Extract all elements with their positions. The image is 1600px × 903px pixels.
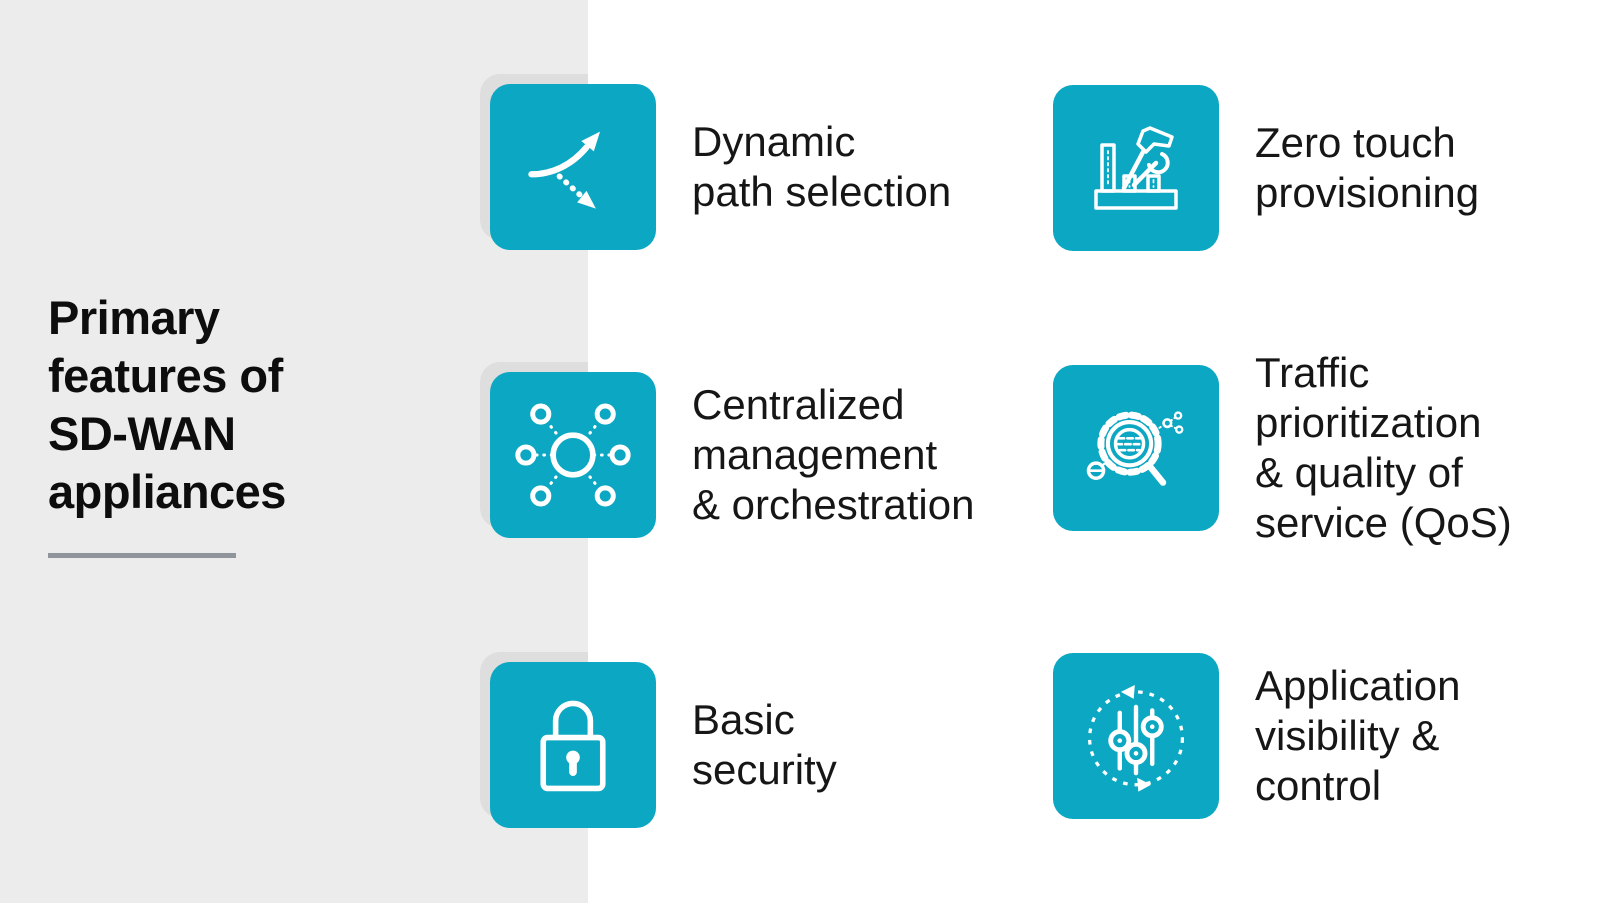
feature-tile-application-visibility [1053, 653, 1219, 819]
label-line: path selection [692, 168, 952, 215]
feature-label-dynamic-path-selection: Dynamic path selection [692, 84, 1112, 250]
gear-magnifier-icon [1086, 411, 1184, 486]
hub-network-icon [515, 403, 631, 507]
title-line: Primary [48, 291, 220, 344]
label-line: Application [1255, 662, 1461, 709]
title-line: appliances [48, 465, 286, 518]
label-line: prioritization [1255, 399, 1482, 446]
feature-tile-centralized-management [490, 372, 656, 538]
label-line: service (QoS) [1255, 499, 1512, 546]
feature-label-traffic-prioritization: Traffic prioritization & quality of serv… [1255, 349, 1600, 546]
feature-label-zero-touch-provisioning: Zero touch provisioning [1255, 85, 1600, 251]
feature-label-application-visibility: Application visibility & control [1255, 653, 1600, 819]
title-line: SD-WAN [48, 407, 236, 460]
feature-tile-dynamic-path-selection [490, 84, 656, 250]
feature-tile-basic-security [490, 662, 656, 828]
sliders-rotation-icon [1087, 684, 1185, 792]
page-title: Primary features of SD-WAN appliances [48, 289, 286, 521]
curved-arrows-icon [528, 131, 601, 209]
feature-tile-traffic-prioritization [1053, 365, 1219, 531]
label-line: Zero touch [1255, 119, 1456, 166]
title-underline [48, 553, 236, 558]
label-line: Traffic [1255, 349, 1370, 396]
label-line: & quality of [1255, 449, 1463, 496]
label-line: management [692, 431, 938, 478]
tools-icon [1094, 126, 1178, 210]
label-line: Dynamic [692, 118, 856, 165]
label-line: Basic [692, 696, 795, 743]
label-line: control [1255, 762, 1382, 809]
label-line: Centralized [692, 381, 905, 428]
label-line: security [692, 746, 837, 793]
feature-label-basic-security: Basic security [692, 662, 1112, 828]
feature-label-centralized-management: Centralized management & orchestration [692, 372, 1112, 538]
label-line: provisioning [1255, 169, 1480, 216]
title-line: features of [48, 349, 283, 402]
label-line: & orchestration [692, 481, 975, 528]
padlock-icon [540, 700, 606, 792]
feature-tile-zero-touch-provisioning [1053, 85, 1219, 251]
label-line: visibility & [1255, 712, 1440, 759]
